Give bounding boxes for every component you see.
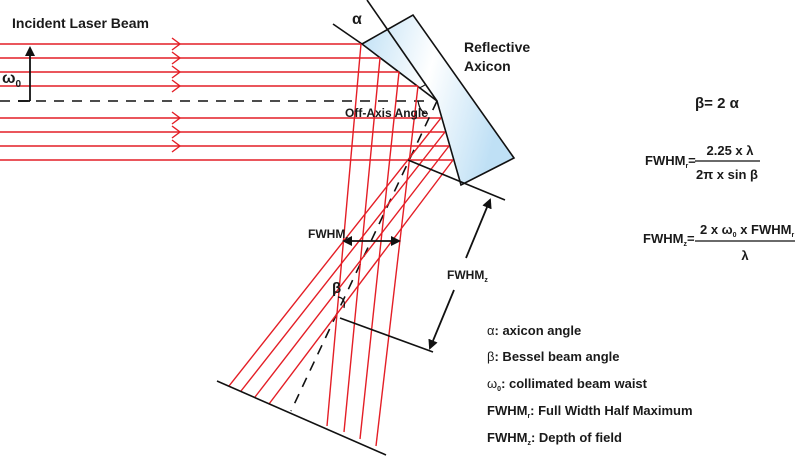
- equation-fwhm-r-denominator: 2π x sin β: [696, 167, 758, 182]
- equation-fwhm-z-numerator: 2 x ω0 x FWHMr: [700, 222, 794, 239]
- fwhm-z-arrow-down: [428, 289, 455, 350]
- reflected-beams-lower: [228, 117, 454, 405]
- legend-item: α: axicon angle: [487, 323, 581, 338]
- fwhm-z-label: FWHMz: [447, 268, 488, 284]
- equation-beta: β= 2 α: [695, 95, 740, 112]
- equals-sign: =: [687, 231, 695, 246]
- beta-angle-arc: [337, 296, 345, 309]
- beam-line: [240, 131, 446, 392]
- omega-label: ω0: [2, 70, 22, 90]
- fwhm-r-label: FWHMr: [308, 227, 348, 243]
- beam-line: [343, 57, 381, 433]
- beam-line: [359, 71, 400, 440]
- legend: α: axicon angle β: Bessel beam angle ω0:…: [487, 323, 693, 447]
- bessel-zone-start-line: [407, 159, 506, 201]
- axicon-label-line2: Axicon: [464, 58, 511, 74]
- fwhm-z-arrow-up: [465, 198, 492, 259]
- beta-label: β: [332, 280, 341, 297]
- observation-plane: [216, 380, 387, 456]
- equals-sign: =: [688, 153, 696, 168]
- incident-beams-upper: [0, 43, 418, 87]
- axicon-label-line1: Reflective: [464, 39, 530, 55]
- off-axis-angle-label: Off-Axis Angle: [345, 106, 428, 120]
- alpha-reference-line-face: [332, 23, 363, 45]
- bessel-zone-end-line: [339, 317, 434, 353]
- incident-beams-lower: [0, 117, 453, 161]
- beam-line: [326, 43, 362, 427]
- equation-fwhm-r-numerator: 2.25 x λ: [707, 143, 755, 158]
- alpha-angle-arc: [418, 83, 427, 89]
- beam-line: [228, 117, 442, 387]
- off-axis-angle-arc: [417, 100, 429, 115]
- beam-line: [375, 85, 419, 447]
- legend-item: FWHMr: Full Width Half Maximum: [487, 403, 693, 420]
- reflected-beams-upper: [326, 43, 419, 447]
- legend-item: ω0: collimated beam waist: [487, 376, 648, 393]
- equation-fwhm-r-lhs: FWHMr=: [645, 153, 696, 170]
- equation-fwhm-z-lhs: FWHMz=: [643, 231, 695, 248]
- beam-line: [268, 159, 454, 405]
- beam-direction-arrows: [171, 37, 182, 153]
- beam-line: [254, 145, 450, 398]
- reflective-axicon: [360, 13, 516, 187]
- legend-item: FWHMz: Depth of field: [487, 430, 622, 447]
- legend-item: β: Bessel beam angle: [487, 349, 619, 364]
- equation-fwhm-z-denominator: λ: [741, 248, 749, 263]
- incident-beam-label: Incident Laser Beam: [12, 15, 149, 31]
- alpha-label: α: [352, 11, 362, 28]
